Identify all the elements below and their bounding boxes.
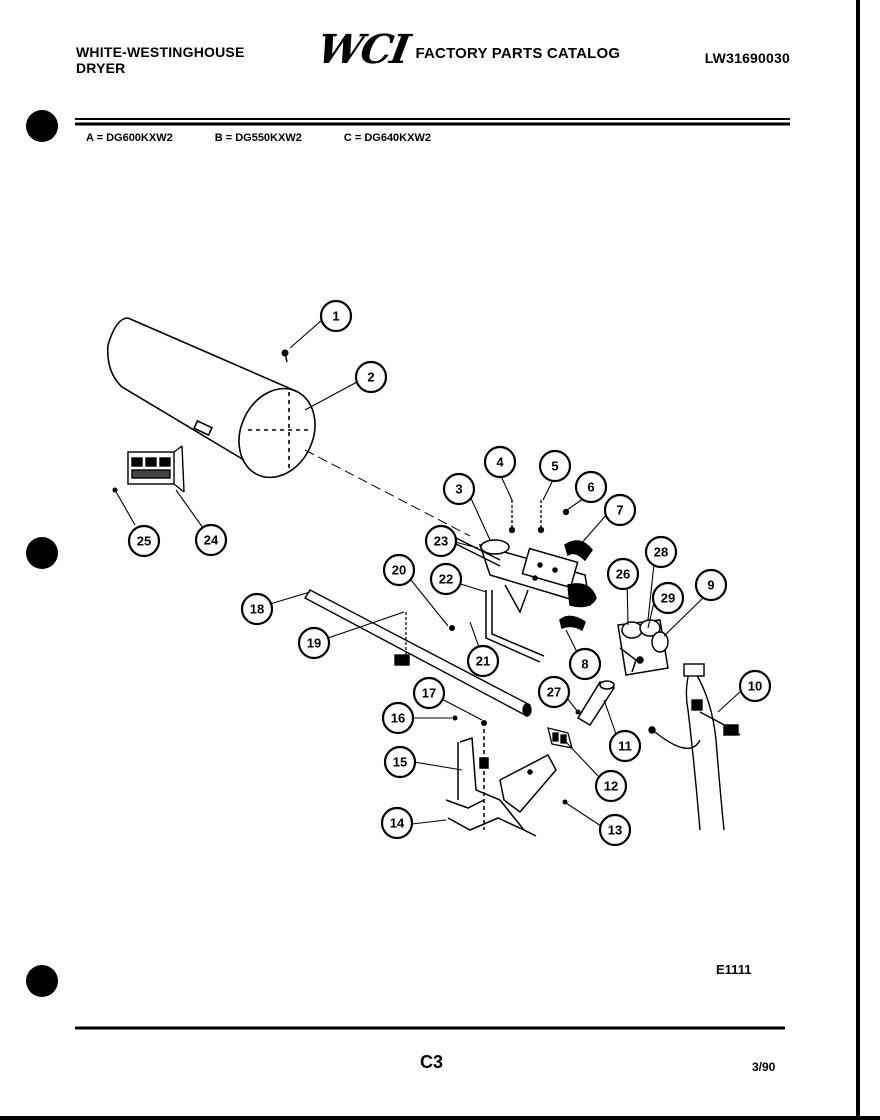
svg-text:3: 3 — [455, 482, 462, 497]
callout-11: 11 — [608, 729, 642, 763]
svg-text:22: 22 — [439, 572, 453, 587]
gas-pipe-part — [304, 589, 532, 717]
model-a: A = DG600KXW2 — [86, 132, 173, 144]
svg-text:26: 26 — [616, 567, 630, 582]
svg-text:29: 29 — [661, 591, 675, 606]
svg-text:7: 7 — [616, 503, 623, 518]
callout-27: 27 — [537, 675, 571, 709]
drum-screw-part — [281, 349, 289, 363]
callout-3: 3 — [442, 472, 476, 506]
drum-part — [106, 317, 316, 479]
manufacturer-name: WHITE-WESTINGHOUSE — [76, 44, 245, 60]
svg-text:1: 1 — [332, 309, 339, 324]
callout-29: 29 — [651, 581, 685, 615]
callout-9: 9 — [694, 568, 728, 602]
wiring-harness-part — [648, 663, 741, 831]
binder-hole-top — [26, 110, 58, 142]
svg-text:17: 17 — [422, 686, 436, 701]
svg-text:27: 27 — [547, 685, 561, 700]
callout-14: 14 — [380, 806, 414, 840]
screw-20-part — [449, 625, 455, 631]
burner-screws — [508, 500, 570, 534]
svg-text:13: 13 — [608, 823, 622, 838]
callout-16: 16 — [381, 701, 415, 735]
svg-text:6: 6 — [587, 480, 594, 495]
svg-text:21: 21 — [476, 654, 490, 669]
svg-text:11: 11 — [618, 739, 632, 754]
callout-15: 15 — [383, 745, 417, 779]
burner-assembly-part — [455, 537, 597, 632]
valve-bracket-part — [445, 722, 537, 837]
svg-text:28: 28 — [654, 545, 668, 560]
callout-17: 17 — [412, 676, 446, 710]
leader-lines — [114, 319, 743, 827]
gas-valve-part — [617, 619, 669, 676]
revision-date: 3/90 — [752, 1060, 776, 1074]
svg-text:9: 9 — [707, 578, 714, 593]
svg-text:15: 15 — [393, 755, 407, 770]
binder-hole-bottom — [26, 965, 58, 997]
callout-8: 8 — [568, 647, 602, 681]
callout-2: 2 — [354, 360, 388, 394]
mounting-plate-part — [499, 753, 557, 814]
callout-26: 26 — [606, 557, 640, 591]
svg-text:12: 12 — [604, 779, 618, 794]
catalog-title: FACTORY PARTS CATALOG — [415, 44, 621, 62]
appliance-type: DRYER — [76, 60, 126, 76]
screw-17-part — [481, 720, 487, 726]
callout-25: 25 — [127, 524, 161, 558]
svg-text:5: 5 — [551, 459, 558, 474]
callout-20: 20 — [382, 553, 416, 587]
callout-18: 18 — [240, 592, 274, 626]
svg-text:14: 14 — [390, 816, 405, 831]
svg-text:18: 18 — [250, 602, 264, 617]
svg-text:8: 8 — [581, 657, 588, 672]
page-number: C3 — [420, 1052, 444, 1072]
igniter-part — [576, 680, 616, 727]
binder-hole-middle — [26, 537, 58, 569]
screw-16-part — [452, 715, 458, 721]
svg-text:19: 19 — [307, 636, 321, 651]
figure-code: E1111 — [716, 962, 752, 977]
svg-text:16: 16 — [391, 711, 405, 726]
callout-4: 4 — [483, 445, 517, 479]
model-c: C = DG640KXW2 — [343, 132, 431, 144]
callout-22: 22 — [429, 562, 463, 596]
callout-5: 5 — [538, 449, 572, 483]
callout-6: 6 — [574, 470, 608, 504]
callout-7: 7 — [603, 493, 637, 527]
svg-text:4: 4 — [496, 455, 504, 470]
burner-tube-part — [485, 584, 545, 663]
callout-19: 19 — [297, 626, 331, 660]
callout-12: 12 — [594, 769, 628, 803]
callout-24: 24 — [194, 523, 228, 557]
callout-28: 28 — [644, 535, 678, 569]
drum-centre-line — [304, 449, 471, 537]
manufacturer-title: WHITE-WESTINGHOUSE DRYER — [76, 44, 244, 76]
callout-10: 10 — [738, 669, 772, 703]
svg-text:24: 24 — [204, 533, 219, 548]
svg-text:25: 25 — [137, 534, 151, 549]
catalog-heading: WCI FACTORY PARTS CATALOG — [314, 26, 621, 73]
model-list: A = DG600KXW2 B = DG550KXW2 C = DG640KXW… — [86, 132, 431, 144]
callout-1: 1 — [319, 299, 353, 333]
catalog-number: LW31690030 — [704, 50, 790, 66]
svg-text:23: 23 — [434, 534, 448, 549]
svg-text:2: 2 — [367, 370, 374, 385]
terminal-block-part — [127, 445, 185, 493]
header-rules — [75, 118, 790, 1030]
callout-13: 13 — [598, 813, 632, 847]
callout-23: 23 — [424, 524, 458, 558]
svg-text:10: 10 — [748, 679, 762, 694]
model-b: B = DG550KXW2 — [214, 132, 302, 144]
callout-21: 21 — [466, 644, 500, 678]
svg-text:20: 20 — [392, 563, 406, 578]
